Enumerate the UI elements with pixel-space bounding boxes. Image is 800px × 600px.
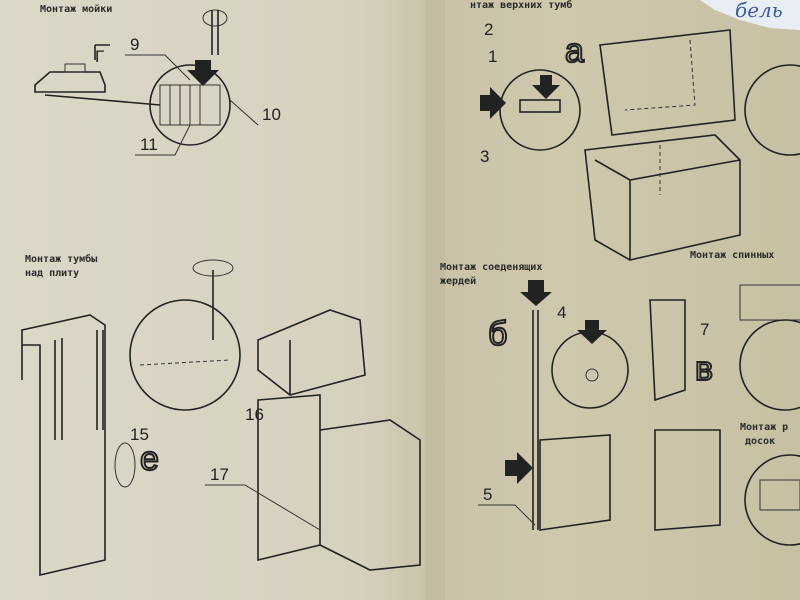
- boards-title-1: Монтаж р: [740, 422, 788, 433]
- sink-title: Монтаж мойки: [40, 3, 112, 15]
- rails-diagram: Монтаж соеденящих жердей б 4 5: [440, 262, 629, 531]
- label-4: 4: [557, 303, 566, 322]
- rails-title-2: жердей: [440, 275, 476, 287]
- stove-title-1: Монтаж тумбы: [25, 253, 97, 265]
- label-5: 5: [483, 485, 492, 504]
- label-7: 7: [700, 320, 709, 339]
- letter-e: е: [140, 440, 159, 478]
- boards-title-2: досок: [745, 436, 775, 447]
- label-g: Г: [95, 47, 104, 66]
- label-10: 10: [262, 105, 281, 124]
- sink-diagram: Монтаж мойки Г 9 10 11: [34, 3, 281, 156]
- back-panels-diagram: Монтаж спинных в 7 Монтаж р досок: [649, 250, 800, 546]
- handwritten-note: бель: [735, 0, 783, 22]
- label-3: 3: [480, 147, 489, 166]
- upper-title: нтаж верхних тумб: [470, 0, 572, 11]
- label-15: 15: [130, 425, 149, 444]
- label-16: 16: [245, 405, 264, 424]
- label-9: 9: [130, 35, 139, 54]
- letter-a: а: [565, 32, 584, 70]
- backs-title: Монтаж спинных: [690, 250, 774, 261]
- rails-title-1: Монтаж соеденящих: [440, 262, 542, 273]
- stove-title-2: над плиту: [25, 268, 79, 279]
- upper-cabinets-diagram: нтаж верхних тумб а 2 1 3: [470, 0, 800, 261]
- letter-v: в: [695, 350, 713, 388]
- label-11: 11: [140, 135, 158, 154]
- label-2: 2: [484, 20, 493, 39]
- page-fold: [425, 0, 445, 600]
- torn-corner: [700, 0, 800, 30]
- letter-b: б: [488, 315, 507, 353]
- stove-cabinet-diagram: Монтаж тумбы над плиту 15 е 16 17: [21, 253, 421, 577]
- label-1: 1: [488, 47, 497, 66]
- label-17: 17: [210, 465, 229, 484]
